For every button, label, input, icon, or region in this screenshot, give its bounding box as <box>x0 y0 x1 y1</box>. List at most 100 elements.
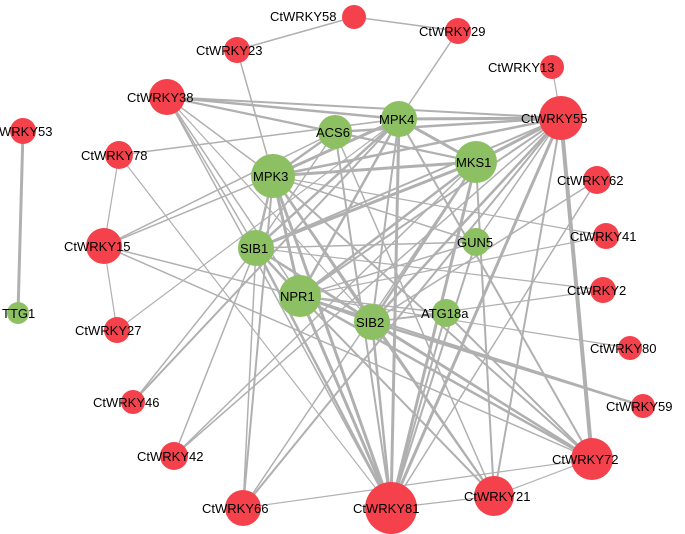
node-ctwrky78: CtWRKY78 <box>81 141 147 169</box>
node-label: GUN5 <box>457 235 493 250</box>
node-label: WRKY53 <box>0 124 52 139</box>
node-gun5: GUN5 <box>457 228 493 256</box>
edge-ctwrky15-npr1 <box>103 245 301 297</box>
edge-ctwrky80-npr1 <box>299 295 631 349</box>
edge-ctwrky55-gun5 <box>475 117 562 243</box>
node-label: MPK4 <box>379 112 414 127</box>
node-label: CtWRKY29 <box>419 24 485 39</box>
node-circle <box>462 228 490 256</box>
edge-ctwrky29-ctwrky58 <box>353 16 459 32</box>
node-label: CtWRKY46 <box>93 395 159 410</box>
edge-ctwrky55-ctwrky21 <box>493 117 562 497</box>
node-circle <box>593 223 619 249</box>
node-circle <box>365 482 417 534</box>
edge-mks1-sib2 <box>370 160 478 324</box>
node-label: CtWRKY80 <box>590 341 656 356</box>
edge-ctwrky27-mpk4 <box>116 118 400 331</box>
edge-ctwrky21-npr1 <box>299 295 495 497</box>
node-ttg1: TTG1 <box>2 302 35 324</box>
edge-ctwrky81-gun5 <box>390 241 477 509</box>
node-sib2: SIB2 <box>354 304 390 340</box>
node-label: TTG1 <box>2 306 35 321</box>
node-label: MKS1 <box>456 155 491 170</box>
node-circle <box>279 275 321 317</box>
node-ctwrky59: CtWRKY59 <box>606 394 672 418</box>
node-circle <box>432 299 460 327</box>
node-ctwrky58: CtWRKY58 <box>270 5 366 29</box>
node-ctwrky72: CtWRKY72 <box>552 438 618 480</box>
node-label: CtWRKY2 <box>567 283 626 298</box>
edge-ctwrky81-atg18a <box>390 312 447 509</box>
edge-ctwrky21-mks1 <box>475 161 495 497</box>
node-label: CtWRKY66 <box>202 501 268 516</box>
node-circle <box>540 55 564 79</box>
node-circle <box>224 37 250 63</box>
edge-ctwrky53-ttg1 <box>16 129 25 315</box>
edge-ctwrky66-sib1 <box>242 247 257 509</box>
node-circle <box>590 277 616 303</box>
node-circle <box>474 476 514 516</box>
edge-ctwrky15-mpk3 <box>103 175 274 247</box>
edge-ctwrky66-ctwrky72 <box>242 458 593 509</box>
node-ctwrky15: CtWRKY15 <box>64 228 130 264</box>
edge-ctwrky55-mpk4 <box>397 116 563 121</box>
edge-ctwrky15-acs6 <box>103 131 336 247</box>
edge-ctwrky66-mpk3 <box>242 175 274 509</box>
edge-mks1-sib1 <box>254 160 478 250</box>
edge-ctwrky72-mpk4 <box>398 118 593 460</box>
edge-ctwrky81-mks1 <box>389 160 478 510</box>
node-label: CtWRKY78 <box>81 148 147 163</box>
node-label: CtWRKY15 <box>64 239 130 254</box>
node-circle <box>342 5 366 29</box>
edge-ctwrky78-ctwrky81 <box>118 154 392 509</box>
node-circle <box>251 154 295 198</box>
node-circle <box>160 442 188 470</box>
edge-ctwrky41-npr1 <box>299 235 607 297</box>
edge-ctwrky78-mpk4 <box>118 118 400 156</box>
node-circle <box>149 79 185 115</box>
node-circle <box>354 304 390 340</box>
edge-ctwrky81-mpk3 <box>271 174 393 510</box>
node-sib1: SIB1 <box>238 230 274 266</box>
node-label: CtWRKY42 <box>137 449 203 464</box>
edge-mpk3-sib2 <box>271 174 374 324</box>
node-acs6: ACS6 <box>316 115 352 149</box>
node-circle <box>539 96 583 140</box>
edge-ctwrky21-sib2 <box>371 321 495 497</box>
node-ctwrky13: CtWRKY13 <box>488 55 564 79</box>
node-circle <box>238 230 274 266</box>
node-label: CtWRKY62 <box>557 173 623 188</box>
node-ctwrky55: CtWRKY55 <box>521 96 587 140</box>
node-label: ATG18a <box>421 306 469 321</box>
edge-ctwrky81-mpk4 <box>389 117 401 510</box>
node-ctwrky62: CtWRKY62 <box>557 166 623 194</box>
edge-ctwrky38-ctwrky55 <box>166 96 562 119</box>
edge-ctwrky55-ctwrky72 <box>559 116 594 461</box>
node-label: MPK3 <box>253 169 288 184</box>
node-ctwrky80: CtWRKY80 <box>590 336 656 360</box>
node-ctwrky2: CtWRKY2 <box>567 277 626 303</box>
edge-mks1-npr1 <box>298 160 478 298</box>
edge-ctwrky72-mpk3 <box>272 175 593 460</box>
edge-mpk4-sib2 <box>371 118 400 323</box>
edge-ctwrky62-ctwrky81 <box>390 179 598 509</box>
edge-ctwrky72-atg18a <box>445 312 593 460</box>
node-ctwrky42: CtWRKY42 <box>137 442 203 470</box>
node-label: CtWRKY58 <box>270 9 336 24</box>
edge-acs6-sib1 <box>255 131 336 249</box>
node-ctwrky81: CtWRKY81 <box>353 482 419 534</box>
node-atg18a: ATG18a <box>421 299 469 327</box>
node-label: CtWRKY72 <box>552 452 618 467</box>
node-circle <box>10 118 36 144</box>
node-npr1: NPR1 <box>279 275 321 317</box>
edge-ctwrky41-mpk3 <box>272 175 607 237</box>
edge-ctwrky46-sib1 <box>132 247 257 403</box>
node-label: CtWRKY27 <box>75 323 141 338</box>
node-circle <box>571 438 613 480</box>
node-ctwrky46: CtWRKY46 <box>93 390 159 414</box>
edge-ctwrky38-mpk3 <box>166 96 274 177</box>
node-circle <box>86 228 122 264</box>
edge-ctwrky58-ctwrky23 <box>236 16 355 51</box>
edge-ctwrky81-sib2 <box>370 320 393 510</box>
